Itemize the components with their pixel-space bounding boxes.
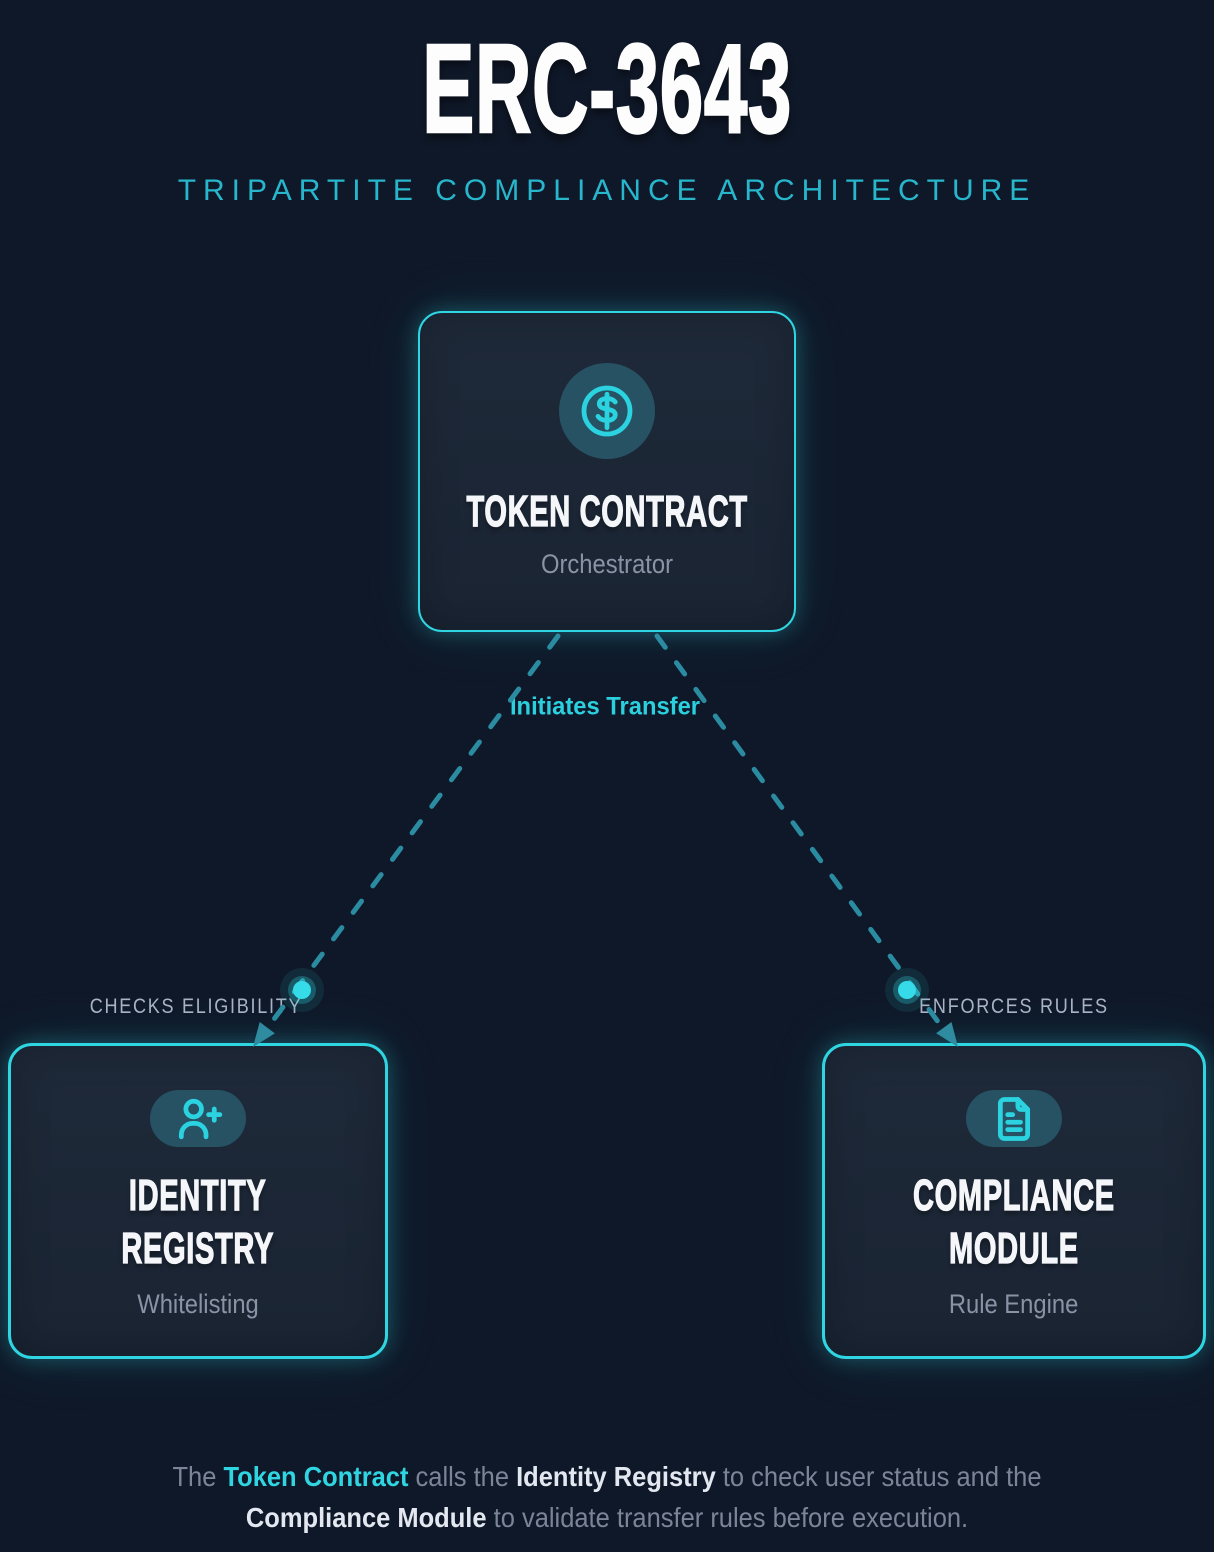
file-text-icon [997, 1096, 1031, 1141]
edge-token-to-compliance [654, 633, 947, 1033]
footer-caption: The Token Contract calls the Identity Re… [0, 1456, 1214, 1538]
token-contract-title: TOKEN CONTRACT [466, 487, 748, 536]
footer-segment: Token Contract [223, 1461, 409, 1492]
footer-segment: calls the [408, 1461, 517, 1492]
footer-line: Compliance Module to validate transfer r… [55, 1497, 1160, 1538]
page-title-text: ERC-3643 [421, 18, 792, 159]
token-contract-subtitle: Orchestrator [540, 549, 674, 579]
edge-label-enforces-rules: ENFORCES RULES [919, 995, 1109, 1018]
token-icon-badge [559, 363, 655, 459]
footer-segment: to check user status and the [715, 1461, 1042, 1492]
node-compliance-module: COMPLIANCE MODULE Rule Engine [822, 1043, 1206, 1359]
footer-segment: Identity Registry [516, 1461, 716, 1492]
identity-registry-subtitle: Whitelisting [137, 1289, 259, 1319]
page-title: ERC-3643 [0, 18, 1214, 159]
identity-registry-title: IDENTITY REGISTRY [121, 1170, 275, 1273]
edge-label-checks-eligibility: CHECKS ELIGIBILITY [89, 995, 303, 1018]
user-plus-icon [178, 1098, 223, 1139]
footer-segment: Compliance Module [245, 1502, 487, 1533]
compliance-icon-badge [966, 1090, 1062, 1147]
compliance-module-subtitle: Rule Engine [949, 1289, 1079, 1319]
node-token-contract: TOKEN CONTRACT Orchestrator [418, 311, 796, 632]
footer-line: The Token Contract calls the Identity Re… [55, 1456, 1160, 1497]
edge-label-initiates-transfer: Initiates Transfer [509, 692, 701, 721]
page-subtitle: TRIPARTITE COMPLIANCE ARCHITECTURE [177, 174, 1037, 207]
footer-segment: to validate transfer rules before execut… [486, 1502, 969, 1533]
compliance-module-title: COMPLIANCE MODULE [913, 1170, 1115, 1273]
dollar-circle-icon [581, 385, 633, 437]
node-identity-registry: IDENTITY REGISTRY Whitelisting [8, 1043, 388, 1359]
identity-icon-badge [150, 1090, 246, 1147]
footer-segment: The [172, 1461, 224, 1492]
